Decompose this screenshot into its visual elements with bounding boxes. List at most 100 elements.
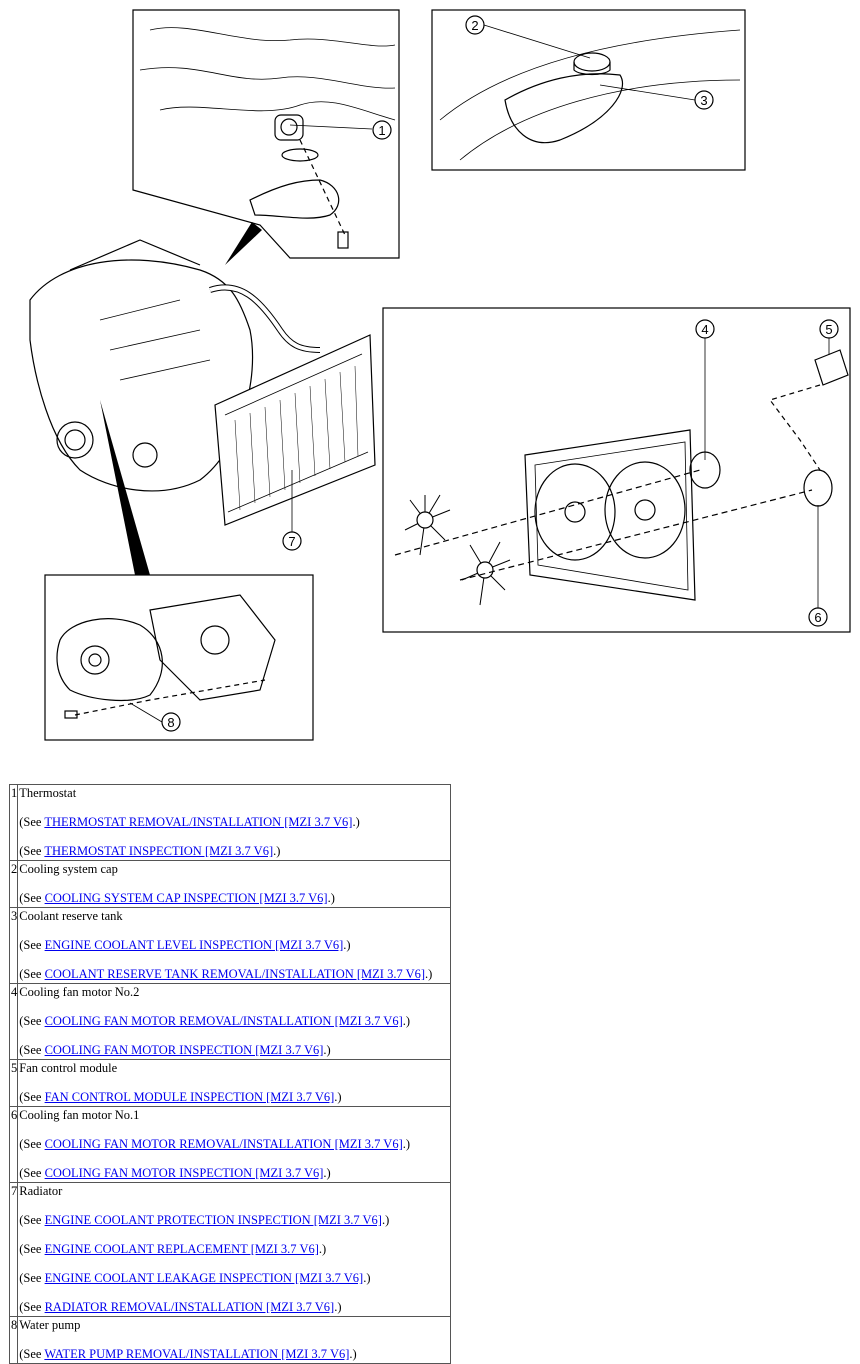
svg-text:2: 2 [471, 18, 478, 33]
procedure-link[interactable]: ENGINE COOLANT REPLACEMENT [MZI 3.7 V6] [44, 1242, 319, 1256]
reference-suffix: .) [318, 1242, 327, 1256]
procedure-link[interactable]: COOLING FAN MOTOR REMOVAL/INSTALLATION [… [44, 1137, 403, 1151]
svg-text:3: 3 [700, 93, 707, 108]
procedure-link[interactable]: ENGINE COOLANT LEAKAGE INSPECTION [MZI 3… [44, 1271, 364, 1285]
reference-prefix: (See [19, 967, 45, 981]
procedure-link[interactable]: WATER PUMP REMOVAL/INSTALLATION [MZI 3.7… [44, 1347, 350, 1361]
procedure-link[interactable]: THERMOSTAT INSPECTION [MZI 3.7 V6] [44, 844, 274, 858]
part-number: 7 [8, 1182, 19, 1317]
part-description: Cooling system cap(See COOLING SYSTEM CA… [17, 860, 451, 908]
reference-prefix: (See [19, 1271, 45, 1285]
reference-line: (See ENGINE COOLANT REPLACEMENT [MZI 3.7… [19, 1242, 449, 1256]
part-number: 6 [8, 1106, 19, 1183]
svg-text:6: 6 [814, 610, 821, 625]
procedure-link[interactable]: COOLING FAN MOTOR INSPECTION [MZI 3.7 V6… [44, 1166, 324, 1180]
reference-line: (See COOLING FAN MOTOR INSPECTION [MZI 3… [19, 1166, 449, 1180]
part-number: 3 [8, 907, 19, 984]
reference-line: (See RADIATOR REMOVAL/INSTALLATION [MZI … [19, 1300, 449, 1314]
reference-line: (See COOLANT RESERVE TANK REMOVAL/INSTAL… [19, 967, 449, 981]
procedure-link[interactable]: COOLING FAN MOTOR INSPECTION [MZI 3.7 V6… [44, 1043, 324, 1057]
callout-8: 8 [161, 712, 181, 732]
part-name: Coolant reserve tank [19, 909, 123, 923]
part-number: 2 [8, 860, 19, 908]
part-description: Cooling fan motor No.1(See COOLING FAN M… [17, 1106, 451, 1183]
part-name: Cooling fan motor No.2 [19, 985, 140, 999]
part-description: Fan control module(See FAN CONTROL MODUL… [17, 1059, 451, 1107]
reference-line: (See COOLING FAN MOTOR REMOVAL/INSTALLAT… [19, 1014, 449, 1028]
reference-suffix: .) [323, 1043, 331, 1057]
callout-3: 3 [694, 90, 714, 110]
reserve-tank-inset [431, 9, 746, 171]
part-description: Thermostat(See THERMOSTAT REMOVAL/INSTAL… [17, 784, 451, 861]
reference-suffix: .) [349, 1347, 357, 1361]
svg-text:8: 8 [167, 715, 174, 730]
reference-line: (See ENGINE COOLANT PROTECTION INSPECTIO… [19, 1213, 449, 1227]
reference-suffix: .) [363, 1271, 371, 1285]
leader-line-3 [599, 84, 696, 101]
reference-line: (See THERMOSTAT REMOVAL/INSTALLATION [MZ… [19, 815, 449, 829]
reference-line: (See THERMOSTAT INSPECTION [MZI 3.7 V6].… [19, 844, 449, 858]
procedure-link[interactable]: RADIATOR REMOVAL/INSTALLATION [MZI 3.7 V… [44, 1300, 335, 1314]
reference-suffix: .) [425, 967, 433, 981]
reference-suffix: .) [402, 1014, 411, 1028]
reference-line: (See WATER PUMP REMOVAL/INSTALLATION [MZ… [19, 1347, 449, 1361]
thermostat-inset [132, 9, 400, 259]
reference-prefix: (See [19, 844, 45, 858]
part-number: 4 [8, 983, 19, 1060]
reference-line: (See ENGINE COOLANT LEVEL INSPECTION [MZ… [19, 938, 449, 952]
part-name: Water pump [19, 1318, 81, 1332]
svg-text:7: 7 [288, 534, 295, 549]
reference-suffix: .) [381, 1213, 390, 1227]
leader-line-2 [483, 24, 591, 59]
svg-text:1: 1 [378, 123, 385, 138]
reference-line: (See ENGINE COOLANT LEAKAGE INSPECTION [… [19, 1271, 449, 1285]
reference-prefix: (See [19, 1300, 45, 1314]
reference-line: (See COOLING FAN MOTOR REMOVAL/INSTALLAT… [19, 1137, 449, 1151]
procedure-link[interactable]: THERMOSTAT REMOVAL/INSTALLATION [MZI 3.7… [44, 815, 353, 829]
svg-text:4: 4 [701, 322, 708, 337]
callout-6: 6 [808, 607, 828, 627]
reference-prefix: (See [19, 891, 45, 905]
svg-text:5: 5 [825, 322, 832, 337]
part-number: 8 [8, 1316, 19, 1364]
reference-line: (See FAN CONTROL MODULE INSPECTION [MZI … [19, 1090, 449, 1104]
part-description: Coolant reserve tank (See ENGINE COOLANT … [17, 907, 451, 984]
leader-line-8 [129, 702, 163, 723]
reference-prefix: (See [19, 938, 45, 952]
reference-line: (See COOLING FAN MOTOR INSPECTION [MZI 3… [19, 1043, 449, 1057]
reference-suffix: .) [343, 938, 351, 952]
procedure-link[interactable]: COOLING FAN MOTOR REMOVAL/INSTALLATION [… [44, 1014, 403, 1028]
reference-prefix: (See [19, 1213, 45, 1227]
procedure-link[interactable]: ENGINE COOLANT PROTECTION INSPECTION [MZ… [44, 1213, 382, 1227]
part-number: 5 [8, 1059, 19, 1107]
callout-5: 5 [819, 319, 839, 339]
reference-suffix: .) [334, 1300, 342, 1314]
reference-suffix: .) [323, 1166, 331, 1180]
reference-prefix: (See [19, 1043, 45, 1057]
fan-assembly-inset [382, 307, 851, 633]
reference-prefix: (See [19, 1137, 45, 1151]
part-number: 1 [8, 784, 19, 861]
reference-suffix: .) [352, 815, 360, 829]
procedure-link[interactable]: COOLING SYSTEM CAP INSPECTION [MZI 3.7 V… [44, 891, 328, 905]
procedure-link[interactable]: FAN CONTROL MODULE INSPECTION [MZI 3.7 V… [44, 1090, 335, 1104]
part-description: Water pump (See WATER PUMP REMOVAL/INSTAL… [17, 1316, 451, 1364]
callout-4: 4 [695, 319, 715, 339]
reference-prefix: (See [19, 1014, 45, 1028]
procedure-link[interactable]: ENGINE COOLANT LEVEL INSPECTION [MZI 3.7… [44, 938, 344, 952]
cooling-system-diagram: 1 2 3 4 5 6 7 8 [29, 9, 851, 741]
radiator-illustration [214, 334, 376, 526]
reference-prefix: (See [19, 1347, 45, 1361]
callout-2: 2 [465, 15, 485, 35]
part-description: Radiator(See ENGINE COOLANT PROTECTION I… [17, 1182, 451, 1317]
procedure-link[interactable]: COOLANT RESERVE TANK REMOVAL/INSTALLATIO… [44, 967, 426, 981]
reference-prefix: (See [19, 1242, 45, 1256]
reference-prefix: (See [19, 1090, 45, 1104]
reference-suffix: .) [334, 1090, 342, 1104]
